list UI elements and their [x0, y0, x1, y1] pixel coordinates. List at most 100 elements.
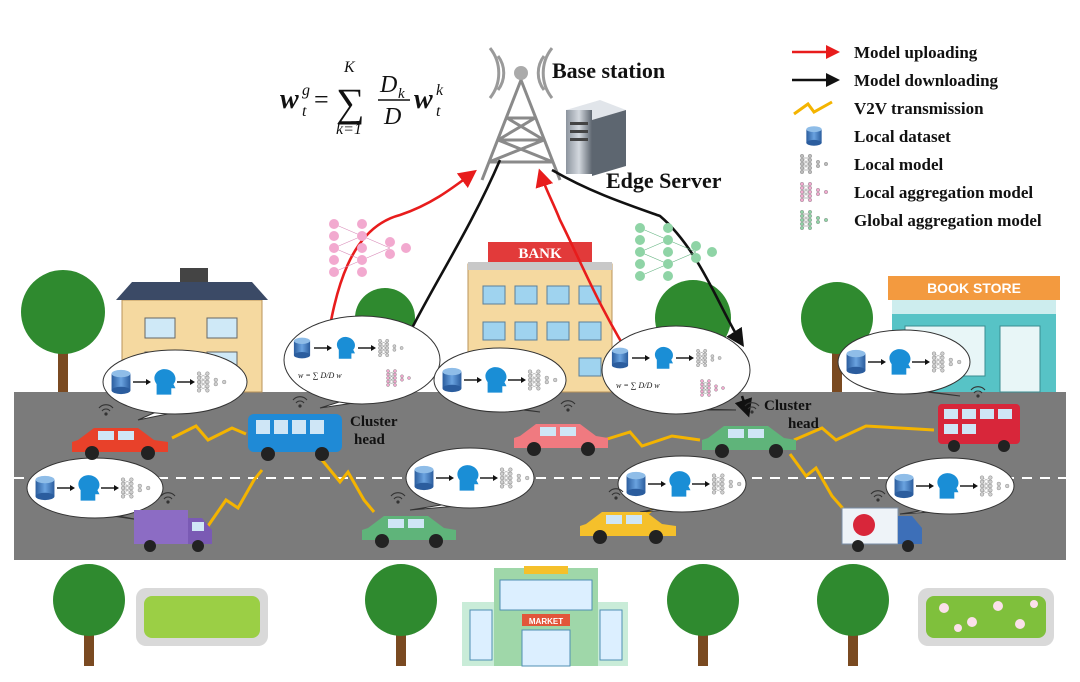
model-flow-arrows: [324, 159, 753, 418]
pipeline-arrow: [177, 379, 195, 385]
local-dataset-icon: [442, 367, 462, 393]
bank-label: BANK: [518, 246, 562, 262]
local-aggregation-model-icon: [386, 369, 411, 387]
wifi-icon: [608, 488, 624, 500]
pink-car: [514, 424, 608, 456]
pipeline-arrow: [314, 345, 332, 351]
hedge: [136, 588, 268, 646]
local-model-icon: [931, 351, 962, 373]
pipeline-arrow: [676, 355, 694, 361]
local-training-bubbles: w = ∑ D/D ww = ∑ D/D w: [26, 315, 1015, 521]
tree: [365, 564, 437, 666]
red-double-decker-bus: [938, 404, 1020, 452]
flower-hedge: [918, 588, 1054, 646]
green-car: [362, 516, 456, 548]
local-dataset-icon: [626, 471, 646, 497]
tree: [801, 282, 873, 392]
formula-sum-top: K: [343, 59, 356, 76]
local-model-bubble: [885, 457, 1015, 515]
local-dataset-icon: [846, 349, 866, 375]
formula-lhs-sub: t: [302, 103, 307, 120]
wifi-icon: [870, 490, 886, 502]
legend-label: Local aggregation model: [854, 183, 1033, 202]
cluster-head-label-2: Cluster head: [764, 398, 820, 432]
pipeline-arrow: [648, 481, 666, 487]
v2v-bolt: [171, 424, 247, 442]
tree: [21, 270, 105, 392]
local-model-bubble: [102, 349, 248, 421]
ai-brain-head-icon: [78, 475, 100, 501]
formula-frac-num-sub: k: [398, 86, 405, 102]
pipeline-arrow: [101, 485, 119, 491]
wifi-icon: [970, 386, 986, 398]
wifi-icon: [744, 402, 760, 414]
legend-label: V2V transmission: [854, 99, 984, 118]
legend-label: Model downloading: [854, 71, 999, 90]
ai-brain-head-icon: [669, 471, 691, 497]
legend-label: Local dataset: [854, 127, 951, 146]
legend-label: Local model: [854, 155, 944, 174]
book-store-label: BOOK STORE: [927, 280, 1021, 296]
formula-lhs-sup: g: [302, 82, 310, 99]
local-dataset-icon: [293, 337, 311, 359]
cluster-head-label-2-line1: Cluster: [764, 398, 812, 414]
pipeline-arrow: [480, 475, 498, 481]
local-model-bubble: [617, 455, 747, 513]
formula-sum-bottom: k=1: [336, 121, 362, 138]
formula-rhs-sub: t: [436, 103, 441, 120]
base-station-label: Base station: [552, 58, 665, 83]
svg-text:=: =: [314, 85, 329, 114]
v2v-bolt: [603, 430, 701, 448]
pipeline-arrow: [868, 359, 886, 365]
ai-brain-head-icon: [457, 465, 479, 491]
pipeline-arrow: [358, 345, 376, 351]
edge-server-label: Edge Server: [606, 168, 722, 193]
ai-brain-head-icon: [937, 473, 959, 499]
local-model-icon: [527, 369, 558, 391]
local-model-icon: [979, 475, 1010, 497]
local-dataset-icon: [611, 347, 629, 369]
pipeline-arrow: [632, 355, 650, 361]
svg-text:∑: ∑: [336, 80, 365, 125]
legend-item: Model downloading: [792, 71, 999, 90]
download-arrow: [551, 168, 744, 348]
v2v-bolt: [788, 453, 848, 513]
wifi-icon: [98, 404, 114, 416]
pipeline-arrow: [912, 359, 930, 365]
local-dataset-icon: [894, 473, 914, 499]
local-model-icon: [499, 467, 530, 489]
formula-rhs-sup: k: [436, 82, 444, 99]
upload-arrow: [324, 169, 477, 351]
formula-rhs: w: [414, 84, 433, 115]
legend-nn-icon: [800, 210, 828, 230]
market-label: MARKET: [529, 617, 563, 626]
wifi-icon: [292, 396, 308, 408]
local-model-bubble: [433, 347, 567, 413]
tree: [817, 564, 889, 666]
wifi-signals: [98, 386, 986, 504]
ai-brain-head-icon: [336, 336, 355, 359]
pipeline-arrow: [508, 377, 526, 383]
ai-brain-head-icon: [654, 346, 673, 369]
download-arrow: [734, 395, 753, 418]
v2v-bolt: [206, 469, 264, 527]
wifi-icon: [160, 492, 176, 504]
v2v-bolt: [320, 459, 376, 513]
cluster-head-bus: [248, 414, 342, 461]
global-aggregation-model-icon: [635, 223, 717, 281]
formula-frac-num: D: [379, 72, 397, 98]
red-car: [72, 428, 168, 460]
pipeline-arrow: [916, 483, 934, 489]
v2v-bolt: [793, 424, 935, 442]
local-model-icon: [711, 473, 742, 495]
local-model-icon: [120, 477, 151, 499]
pipeline-arrow: [692, 481, 710, 487]
pipeline-arrow: [464, 377, 482, 383]
cluster-head-label-1: Cluster head: [350, 414, 401, 448]
local-aggregation-model-icon: [329, 219, 411, 277]
legend-item: Local dataset: [806, 126, 951, 146]
local-model-icon: [196, 371, 227, 393]
yellow-taxi: [580, 512, 676, 544]
legend-item: Local aggregation model: [800, 182, 1033, 202]
